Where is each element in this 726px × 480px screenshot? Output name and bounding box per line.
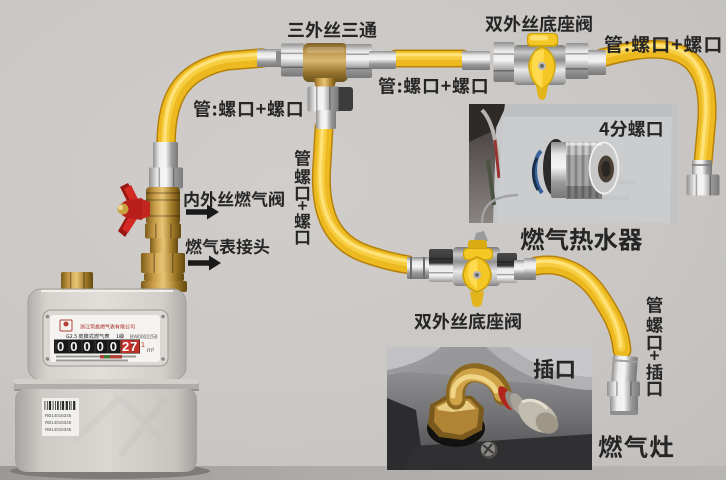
svg-text:0: 0 [97, 339, 104, 354]
svg-text:m³: m³ [147, 348, 154, 354]
svg-text:RB14016346: RB14016346 [45, 413, 72, 418]
svg-text:7: 7 [130, 339, 137, 354]
svg-text:2: 2 [122, 339, 129, 354]
svg-text:RB14016346: RB14016346 [45, 420, 72, 425]
svg-text:0: 0 [110, 339, 117, 354]
svg-text:0: 0 [83, 339, 90, 354]
svg-text:RB14016346: RB14016346 [45, 427, 72, 432]
svg-text:BW0002258: BW0002258 [130, 335, 158, 341]
svg-text:0: 0 [70, 339, 77, 354]
svg-text:1: 1 [141, 342, 145, 349]
svg-text:0: 0 [57, 339, 64, 354]
